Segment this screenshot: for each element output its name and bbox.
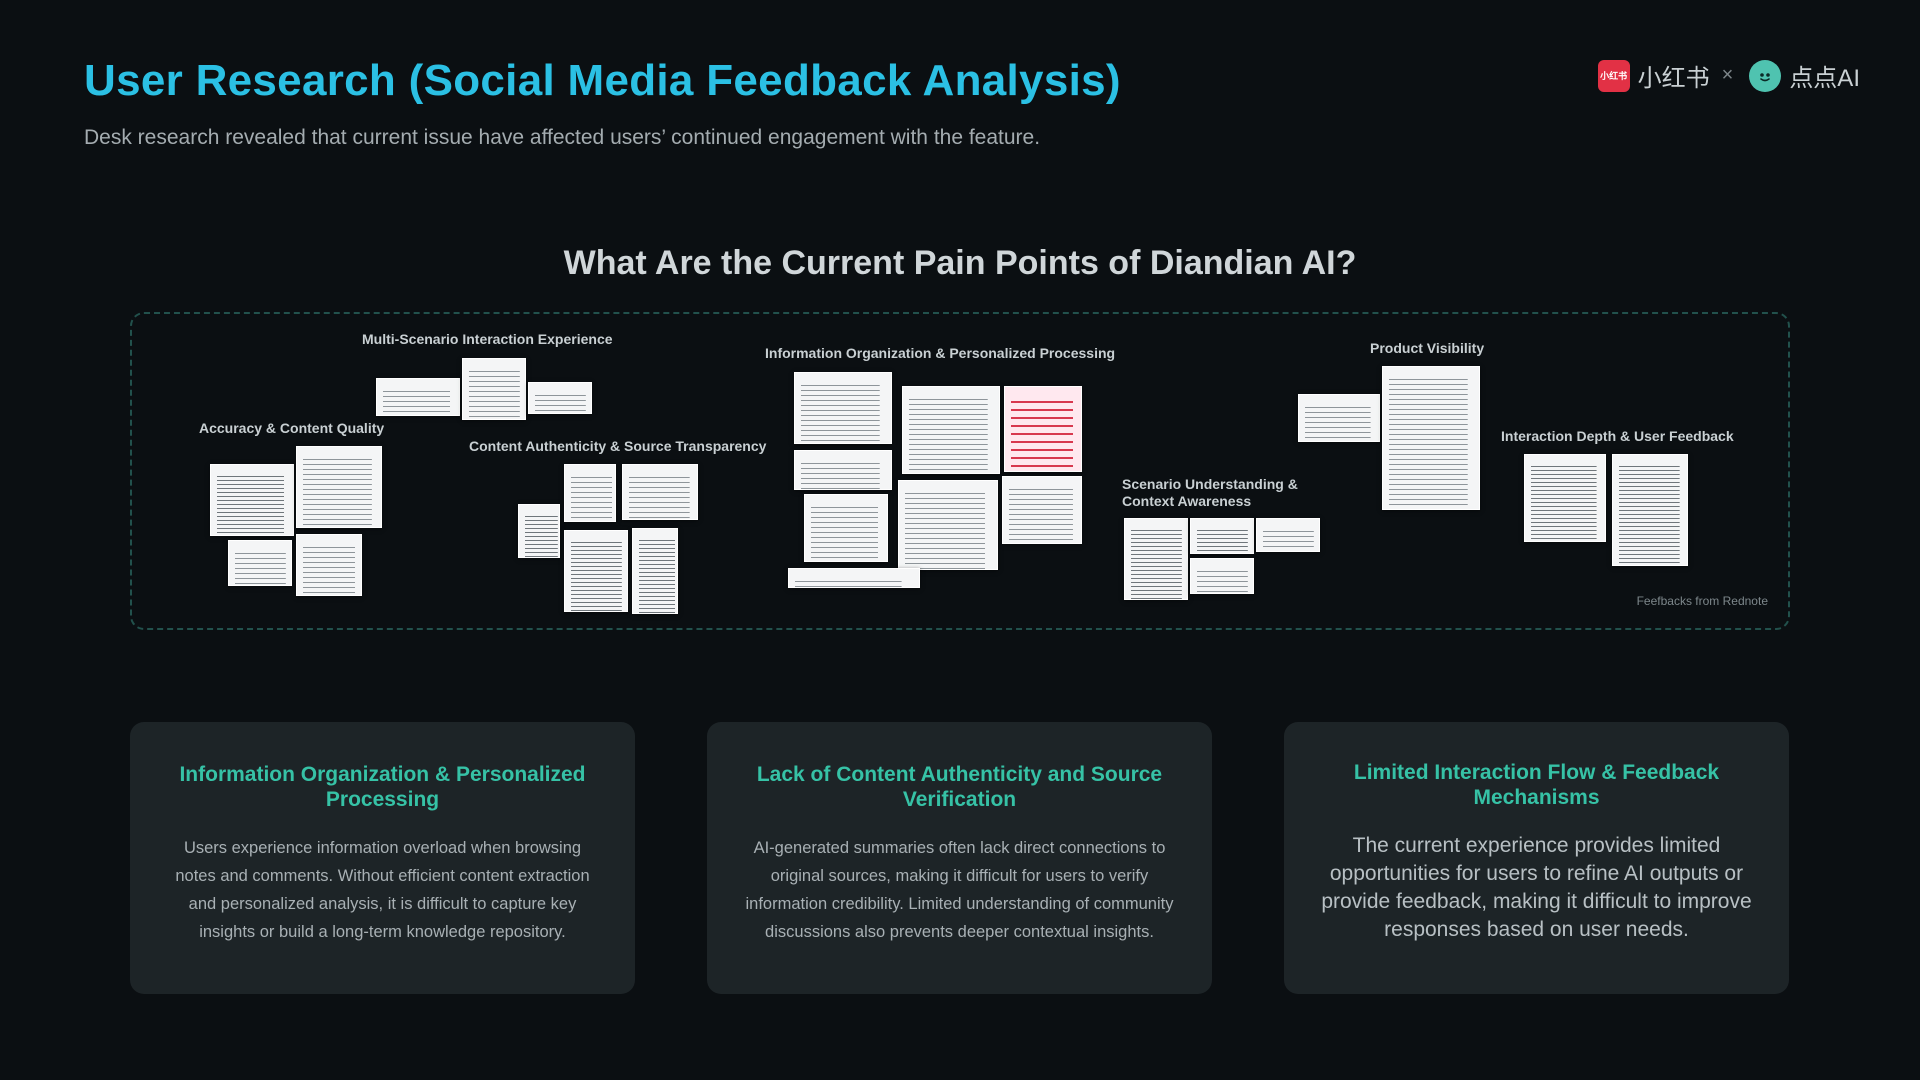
feedback-screenshot	[1124, 518, 1188, 600]
xiaohongshu-name: 小红书	[1637, 65, 1710, 92]
card-title: Limited Interaction Flow & Feedback Mech…	[1353, 761, 1720, 809]
feedback-screenshot	[1382, 366, 1480, 510]
cluster-label-information-organization: Information Organization & Personalized …	[765, 345, 1116, 361]
feedback-screenshot	[804, 494, 888, 562]
feedback-screenshot	[1190, 518, 1254, 554]
card-body: The current experience provides limited …	[1321, 834, 1752, 941]
feedback-screenshot	[902, 386, 1000, 474]
brand-lockup: 小红书 小红书 × 点点AI	[1597, 58, 1860, 93]
feedback-screenshot	[898, 480, 998, 570]
feedback-screenshot	[518, 504, 560, 558]
page-subtitle: Desk research revealed that current issu…	[84, 126, 1041, 149]
pain-point-card-information-organization: Information Organization & Personalized …	[130, 722, 635, 994]
feedback-screenshot	[632, 528, 678, 614]
cluster-label-accuracy: Accuracy & Content Quality	[199, 420, 385, 436]
feedback-screenshot	[296, 534, 362, 596]
pain-point-card-interaction-flow: Limited Interaction Flow & Feedback Mech…	[1284, 722, 1789, 994]
cluster-label-product-visibility: Product Visibility	[1370, 340, 1485, 356]
feedback-screenshot	[1004, 386, 1082, 472]
feedback-screenshot	[210, 464, 294, 536]
feedback-screenshot	[1190, 558, 1254, 594]
cluster-label-interaction-depth: Interaction Depth & User Feedback	[1501, 428, 1734, 444]
feedback-screenshot	[788, 568, 920, 588]
diandian-name: 点点AI	[1789, 65, 1860, 92]
brand-separator: ×	[1721, 64, 1734, 86]
feedback-screenshot	[564, 464, 616, 522]
card-title: Information Organization & Personalized …	[179, 763, 586, 811]
feedback-screenshot	[622, 464, 698, 520]
feedback-screenshot	[794, 450, 892, 490]
feedback-screenshot	[462, 358, 526, 420]
diandian-logo-icon	[1749, 59, 1782, 92]
feedback-screenshot	[1256, 518, 1320, 552]
xiaohongshu-logo-icon: 小红书	[1597, 59, 1630, 92]
pain-point-card-authenticity: Lack of Content Authenticity and Source …	[707, 722, 1212, 994]
feedback-screenshot	[564, 530, 628, 612]
feedback-screenshot	[794, 372, 892, 444]
feedback-screenshot	[1002, 476, 1082, 544]
cluster-label-scenario-understanding: Scenario Understanding & Context Awarene…	[1122, 476, 1298, 509]
feedback-screenshot	[1524, 454, 1606, 542]
card-body: Users experience information overload wh…	[175, 839, 590, 941]
page-title: User Research (Social Media Feedback Ana…	[84, 56, 1121, 105]
section-title: What Are the Current Pain Points of Dian…	[563, 244, 1357, 282]
card-title: Lack of Content Authenticity and Source …	[756, 763, 1163, 811]
feedback-screenshot	[1298, 394, 1380, 442]
feedback-screenshot	[296, 446, 382, 528]
feedback-screenshot	[528, 382, 592, 414]
feedback-screenshot	[1612, 454, 1688, 566]
panel-source-note: Feefbacks from Rednote	[1636, 594, 1768, 608]
feedback-collage-panel: Multi-Scenario Interaction Experience Ac…	[130, 312, 1790, 630]
cluster-label-multi-scenario: Multi-Scenario Interaction Experience	[362, 331, 613, 347]
feedback-screenshot	[376, 378, 460, 416]
cluster-label-authenticity: Content Authenticity & Source Transparen…	[469, 438, 767, 454]
feedback-screenshot	[228, 540, 292, 586]
card-body: AI-generated summaries often lack direct…	[745, 839, 1174, 941]
